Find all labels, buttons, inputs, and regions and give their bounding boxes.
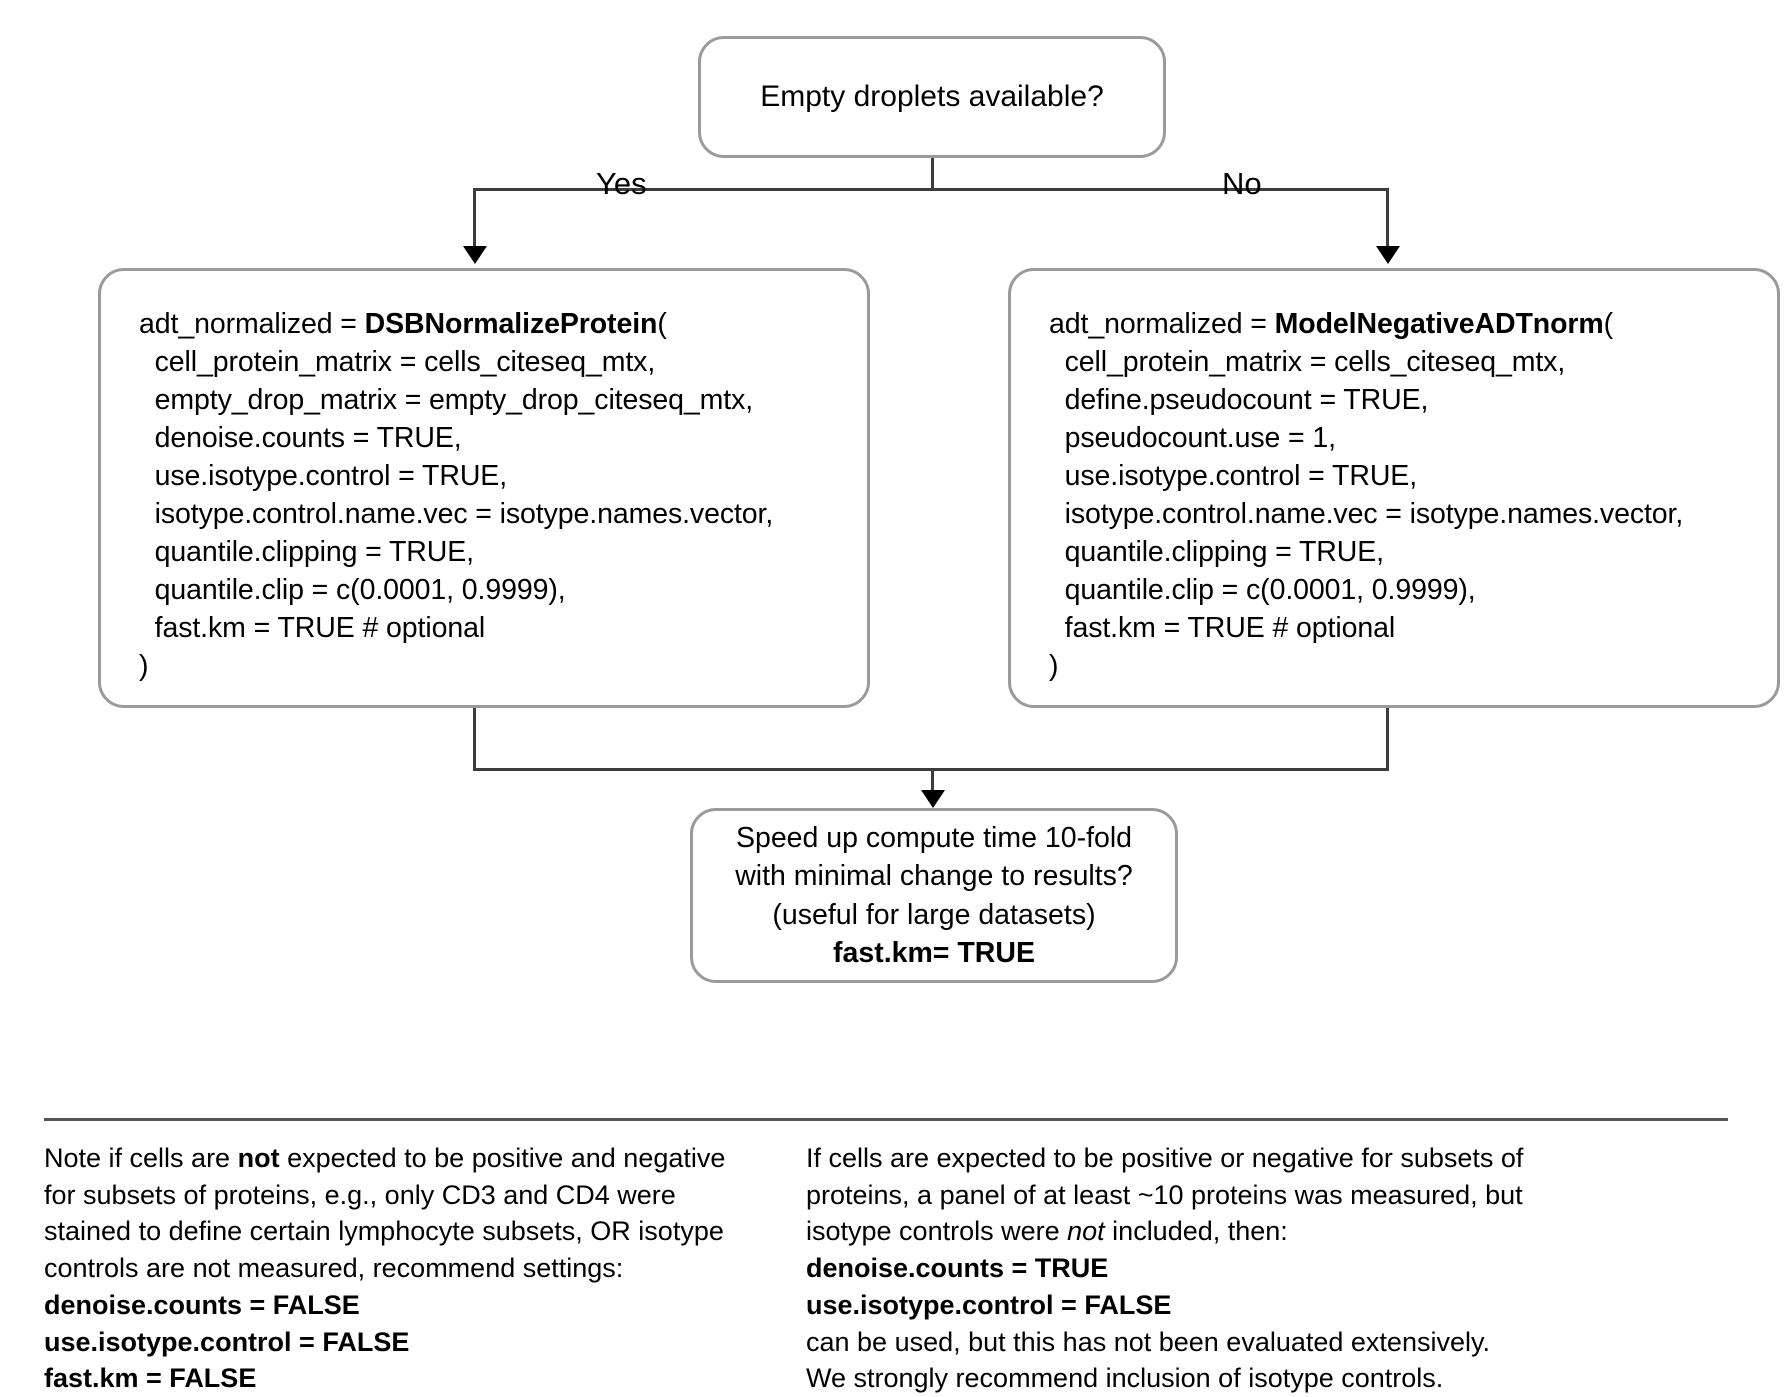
note-line: proteins, a panel of at least ~10 protei… (806, 1179, 1523, 1210)
arrowhead-merge-icon (921, 790, 945, 808)
note-line: isotype controls were not included, then… (806, 1216, 1288, 1247)
note-line: for subsets of proteins, e.g., only CD3 … (44, 1179, 676, 1210)
note-line: fast.km = FALSE (44, 1363, 257, 1394)
connector-merge-stem (931, 768, 934, 794)
edge-label-no: No (1222, 166, 1262, 201)
connector-model-negative-down (1386, 708, 1389, 770)
connector-no-branch (1386, 188, 1389, 248)
function-name: ModelNegativeADTnorm (1274, 308, 1604, 340)
node-dsb-normalize-protein[interactable]: adt_normalized = DSBNormalizeProtein( ce… (98, 268, 870, 708)
notes-divider (44, 1118, 1728, 1121)
note-column-left: Note if cells are not expected to be pos… (44, 1140, 744, 1397)
speed-node-line: with minimal change to results? (735, 860, 1133, 893)
note-line: We strongly recommend inclusion of isoty… (806, 1363, 1444, 1394)
node-speed-up-compute-question[interactable]: Speed up compute time 10-fold with minima… (690, 808, 1178, 983)
speed-node-line: Speed up compute time 10-fold (735, 822, 1133, 855)
speed-node-line: (useful for large datasets) (772, 898, 1096, 931)
note-line: can be used, but this has not been evalu… (806, 1326, 1490, 1357)
speed-node-setting: fast.km= TRUE (833, 936, 1035, 969)
note-line: denoise.counts = FALSE (44, 1289, 360, 1320)
note-line: denoise.counts = TRUE (806, 1253, 1109, 1284)
arrowhead-yes-icon (463, 246, 487, 264)
note-line: stained to define certain lymphocyte sub… (44, 1216, 724, 1247)
code-block-dsb: adt_normalized = DSBNormalizeProtein( ce… (139, 308, 774, 683)
node-empty-droplets-label: Empty droplets available? (760, 80, 1104, 114)
note-line: If cells are expected to be positive or … (806, 1143, 1524, 1173)
node-empty-droplets-question[interactable]: Empty droplets available? (698, 36, 1166, 158)
arrowhead-no-icon (1376, 246, 1400, 264)
code-block-model-negative: adt_normalized = ModelNegativeADTnorm( c… (1049, 308, 1684, 683)
note-line: controls are not measured, recommend set… (44, 1253, 624, 1284)
note-line: use.isotype.control = FALSE (44, 1326, 410, 1357)
node-model-negative-adt-norm[interactable]: adt_normalized = ModelNegativeADTnorm( c… (1008, 268, 1780, 708)
note-line: Note if cells are not expected to be pos… (44, 1143, 726, 1173)
edge-label-yes: Yes (596, 166, 647, 201)
node-speed-up-label: Speed up compute time 10-fold with minima… (735, 819, 1133, 972)
note-line: use.isotype.control = FALSE (806, 1289, 1172, 1320)
connector-split-bar (473, 188, 1389, 191)
note-column-right: If cells are expected to be positive or … (806, 1140, 1586, 1397)
connector-dsb-down (473, 708, 476, 770)
connector-root-stem (931, 158, 934, 190)
function-name: DSBNormalizeProtein (364, 308, 658, 340)
connector-yes-branch (473, 188, 476, 248)
